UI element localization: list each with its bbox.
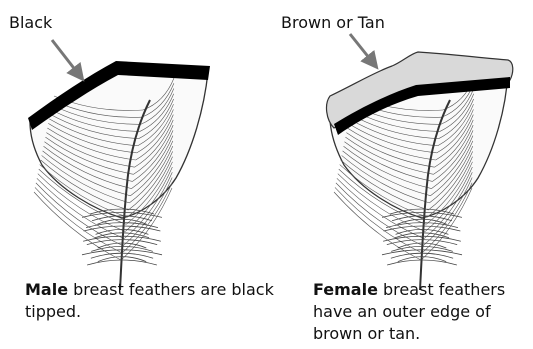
male-caption-bold: Male: [25, 280, 68, 299]
male-caption: Male breast feathers are black tipped.: [25, 279, 275, 323]
female-label: Brown or Tan: [281, 13, 385, 33]
female-caption: Female breast feathers have an outer edg…: [313, 279, 531, 345]
female-pointer-arrow: [350, 34, 374, 64]
male-pointer-arrow: [52, 40, 80, 76]
down-strand: [86, 223, 158, 228]
male-feather-vane: [30, 67, 208, 218]
female-feather: [327, 34, 513, 290]
male-label: Black: [9, 13, 52, 33]
down-strand: [386, 223, 458, 228]
female-caption-bold: Female: [313, 280, 378, 299]
male-feather: [28, 40, 210, 290]
